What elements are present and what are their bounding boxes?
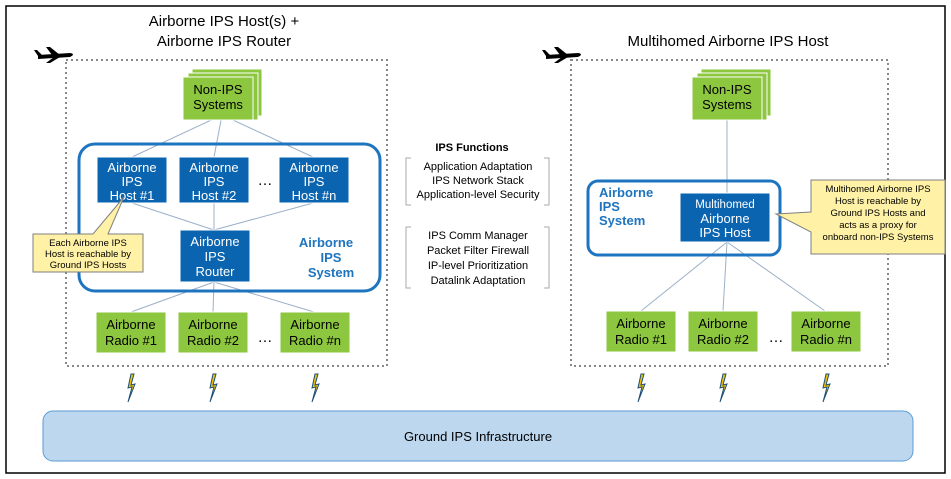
left-hosts-ellipsis: …	[258, 172, 273, 189]
left-host-1: Airborne IPS Host #1	[96, 156, 168, 204]
lightning-links	[127, 373, 831, 403]
right-radio-1-line2: Radio #1	[615, 332, 667, 347]
right-callout-line4: acts as a proxy for	[839, 220, 917, 231]
lightning-link-icon	[822, 373, 831, 403]
right-radio-2-line2: Radio #2	[697, 332, 749, 347]
left-host-1-line1: Airborne	[107, 160, 156, 175]
left-non-ips-systems: Non-IPS Systems	[182, 68, 263, 121]
right-airplane-icon	[542, 47, 581, 63]
lightning-link-icon	[637, 373, 646, 403]
right-radio-n-line1: Airborne	[801, 316, 850, 331]
function-app-adaptation: Application Adaptation	[424, 161, 533, 173]
right-radio-1: Airborne Radio #1	[605, 310, 677, 353]
left-radio-n-line2: Radio #n	[289, 333, 341, 348]
functions-group1-right-bracket	[544, 157, 550, 206]
left-title-line2: Airborne IPS Router	[157, 33, 291, 50]
right-radio-n: Airborne Radio #n	[790, 310, 862, 353]
left-radios-ellipsis: …	[258, 329, 273, 346]
left-callout: Each Airborne IPS Host is reachable by G…	[32, 196, 144, 273]
right-radios-ellipsis: …	[769, 329, 784, 346]
left-radio-n-line1: Airborne	[290, 317, 339, 332]
left-radio-1-line1: Airborne	[106, 317, 155, 332]
left-host-2: Airborne IPS Host #2	[178, 156, 250, 204]
left-host-1-line3: Host #1	[110, 188, 155, 203]
left-non-ips-label-1: Non-IPS	[193, 82, 242, 97]
lightning-link-icon	[311, 373, 320, 403]
right-non-ips-label-2: Systems	[702, 97, 752, 112]
outer-frame	[5, 5, 946, 474]
left-host-2-line1: Airborne	[189, 160, 238, 175]
right-system-label-2: IPS	[599, 199, 620, 214]
function-packet-filter: Packet Filter Firewall	[427, 245, 529, 257]
right-radio-2-line1: Airborne	[698, 316, 747, 331]
left-system-label-1: Airborne	[299, 235, 353, 250]
right-callout-line5: onboard non-IPS Systems	[823, 232, 934, 243]
left-router-line1: Airborne	[190, 234, 239, 249]
right-host-line2: Airborne	[700, 211, 749, 226]
left-radio-2-line2: Radio #2	[187, 333, 239, 348]
right-radio-1-line1: Airborne	[616, 316, 665, 331]
function-datalink-adaptation: Datalink Adaptation	[431, 275, 526, 287]
left-host-n-line3: Host #n	[292, 188, 337, 203]
left-connectors	[130, 114, 315, 313]
function-app-security: Application-level Security	[417, 189, 540, 201]
left-host-n: Airborne IPS Host #n	[278, 156, 350, 204]
function-comm-manager: IPS Comm Manager	[428, 230, 528, 242]
ips-functions-heading: IPS Functions	[435, 142, 508, 154]
left-router-line3: Router	[195, 264, 235, 279]
right-ips-system-box	[586, 179, 782, 257]
left-aircraft-boundary	[65, 59, 388, 367]
left-host-n-line1: Airborne	[289, 160, 338, 175]
left-host-1-line2: IPS	[122, 174, 143, 189]
left-host-2-line3: Host #2	[192, 188, 237, 203]
left-airplane-icon	[34, 47, 73, 63]
function-ips-network-stack: IPS Network Stack	[432, 175, 524, 187]
left-system-label-3: System	[308, 265, 354, 280]
left-callout-line3: Ground IPS Hosts	[50, 260, 127, 271]
right-system-label-1: Airborne	[599, 185, 653, 200]
right-host-line1: Multihomed	[695, 199, 754, 211]
functions-group2-left-bracket	[405, 226, 411, 289]
ground-label: Ground IPS Infrastructure	[404, 429, 552, 444]
right-callout: Multihomed Airborne IPS Host is reachabl…	[774, 179, 946, 255]
left-system-label-2: IPS	[321, 250, 342, 265]
left-aircraft: Airborne IPS Host(s) + Airborne IPS Rout…	[32, 13, 388, 367]
right-radio-n-line2: Radio #n	[800, 332, 852, 347]
lightning-link-icon	[127, 373, 136, 403]
left-radio-2: Airborne Radio #2	[177, 311, 249, 354]
left-host-n-line2: IPS	[304, 174, 325, 189]
right-non-ips-label-1: Non-IPS	[702, 82, 751, 97]
ground-ips-infrastructure	[42, 410, 914, 462]
left-host-2-line2: IPS	[204, 174, 225, 189]
right-callout-line1: Multihomed Airborne IPS	[825, 184, 930, 195]
functions-group1-left-bracket	[405, 157, 411, 206]
right-system-label-3: System	[599, 213, 645, 228]
right-radio-2: Airborne Radio #2	[687, 310, 759, 353]
ips-functions: IPS Functions Application Adaptation IPS…	[405, 142, 550, 289]
lightning-link-icon	[209, 373, 218, 403]
left-ips-system-box	[77, 142, 382, 293]
right-non-ips-systems: Non-IPS Systems	[691, 68, 772, 121]
lightning-link-icon	[719, 373, 728, 403]
left-non-ips-label-2: Systems	[193, 97, 243, 112]
right-callout-line3: Ground IPS Hosts and	[830, 208, 925, 219]
left-router-line2: IPS	[205, 249, 226, 264]
right-aircraft: Multihomed Airborne IPS Host Non-IPS Sys…	[542, 33, 946, 367]
left-radio-n: Airborne Radio #n	[279, 311, 351, 354]
right-title: Multihomed Airborne IPS Host	[628, 33, 830, 50]
left-radio-1: Airborne Radio #1	[95, 311, 167, 354]
left-router: Airborne IPS Router	[179, 229, 251, 283]
right-multihomed-host: Multihomed Airborne IPS Host	[679, 192, 771, 243]
left-radio-1-line2: Radio #1	[105, 333, 157, 348]
functions-group2-right-bracket	[544, 226, 550, 289]
left-callout-line2: Host is reachable by	[45, 249, 131, 260]
left-radio-2-line1: Airborne	[188, 317, 237, 332]
right-host-line3: IPS Host	[699, 225, 751, 240]
left-title-line1: Airborne IPS Host(s) +	[149, 13, 300, 30]
right-callout-line2: Host is reachable by	[835, 196, 921, 207]
function-ip-prioritization: IP-level Prioritization	[428, 260, 528, 272]
left-callout-line1: Each Airborne IPS	[49, 238, 127, 249]
